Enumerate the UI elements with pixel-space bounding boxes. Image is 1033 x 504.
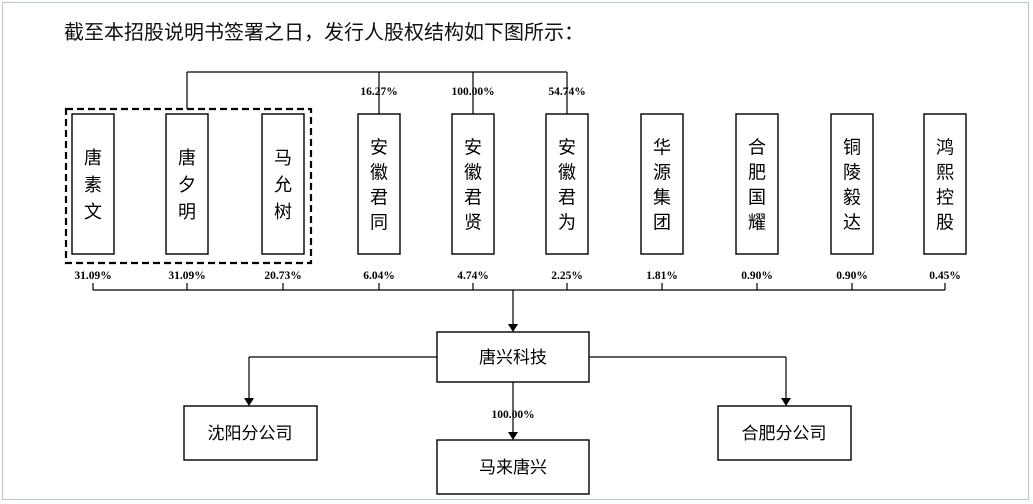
shareholder-name-char: 君 <box>370 188 388 209</box>
shareholder-bus <box>93 289 945 332</box>
shareholder-name-char: 合 <box>748 138 766 159</box>
shareholder-box <box>735 113 779 255</box>
shareholder-name-char: 素 <box>84 175 102 196</box>
shareholder-name-char: 君 <box>464 188 482 209</box>
shareholder-stake: 31.09% <box>168 270 205 282</box>
shareholder-name-char: 肥 <box>748 163 766 184</box>
shareholder-name-char: 华 <box>653 138 671 159</box>
partnership-stake: 100.00% <box>451 86 494 98</box>
shareholder-tang-suwen: 唐素文 31.09% <box>71 113 115 290</box>
shareholder-stake: 31.09% <box>74 270 111 282</box>
control-connector <box>186 71 568 114</box>
shareholder-stake: 4.74% <box>457 270 489 282</box>
shareholder-name-char: 唐 <box>178 148 196 169</box>
shareholder-box <box>640 113 684 255</box>
company-box <box>436 331 590 383</box>
shareholder-box <box>71 113 115 255</box>
shareholder-name-char: 国 <box>748 188 766 209</box>
shareholder-name-char: 铜 <box>843 138 861 159</box>
shareholder-name-char: 徽 <box>464 163 482 184</box>
shareholder-name-char: 源 <box>653 163 671 184</box>
intro-text: 截至本招股说明书签署之日，发行人股权结构如下图所示： <box>64 20 584 44</box>
shareholder-name-char: 团 <box>653 213 671 234</box>
shareholder-name-char: 安 <box>464 138 482 159</box>
shareholder-name-char: 毅 <box>843 188 861 209</box>
shareholder-stake: 1.81% <box>646 270 678 282</box>
shareholder-stake: 20.73% <box>264 270 301 282</box>
shareholder-ma-yunshu: 马允树 20.73% <box>261 113 305 290</box>
shareholder-box <box>261 113 305 255</box>
shareholder-name-char: 文 <box>84 202 102 223</box>
shareholder-name-char: 耀 <box>748 213 766 234</box>
shenyang-branch-name: 沈阳分公司 <box>208 424 293 444</box>
shareholder-name-char: 唐 <box>84 148 102 169</box>
malai-stake: 100.00% <box>491 409 534 421</box>
shareholder-name-char: 徽 <box>558 163 576 184</box>
shareholder-name-char: 控 <box>936 188 954 209</box>
shareholder-name-char: 允 <box>274 175 292 196</box>
hefei-branch-box <box>717 405 852 461</box>
partnership-stake: 16.27% <box>360 86 397 98</box>
company-name: 唐兴科技 <box>479 347 547 368</box>
shareholder-name-char: 安 <box>558 138 576 159</box>
shareholder-name-char: 股 <box>936 213 954 234</box>
shareholder-name-char: 马 <box>274 148 292 169</box>
shareholder-name-char: 陵 <box>843 163 861 184</box>
malai-tangxing-box <box>436 439 590 495</box>
shareholder-name-char: 君 <box>558 188 576 209</box>
shareholder-box <box>545 113 589 255</box>
shareholder-box <box>357 113 401 255</box>
shareholder-name-char: 贤 <box>464 213 482 234</box>
shareholder-tang-ximing: 唐夕明 31.09% <box>165 113 209 290</box>
subsidiary-connectors <box>244 356 791 440</box>
malai-tangxing-name: 马来唐兴 <box>479 457 547 478</box>
shareholder-box <box>165 113 209 255</box>
shareholder-stake: 0.90% <box>741 270 773 282</box>
shareholder-stake: 2.25% <box>551 270 583 282</box>
shareholder-name-char: 明 <box>178 202 196 223</box>
shareholder-name-char: 同 <box>370 213 388 234</box>
shareholder-box <box>923 113 967 255</box>
individual-group-dashed-box <box>64 107 313 265</box>
shareholder-name-char: 为 <box>558 213 576 234</box>
shareholder-name-char: 夕 <box>178 175 196 196</box>
shareholder-name-char: 熙 <box>936 163 954 184</box>
shareholder-box <box>451 113 495 255</box>
shareholder-name-char: 集 <box>653 188 671 209</box>
hefei-branch-name: 合肥分公司 <box>742 424 827 444</box>
shareholder-name-char: 徽 <box>370 163 388 184</box>
shenyang-branch-box <box>183 405 318 461</box>
shareholder-name-char: 安 <box>370 138 388 159</box>
shareholder-stake: 0.90% <box>836 270 868 282</box>
shareholder-stake: 6.04% <box>363 270 395 282</box>
shareholder-name-char: 树 <box>274 202 292 223</box>
shareholder-name-char: 鸿 <box>936 138 954 159</box>
shareholder-box <box>830 113 874 255</box>
shareholder-stake: 0.45% <box>929 270 961 282</box>
partnership-stake: 54.74% <box>548 86 585 98</box>
shareholder-name-char: 达 <box>843 213 861 234</box>
